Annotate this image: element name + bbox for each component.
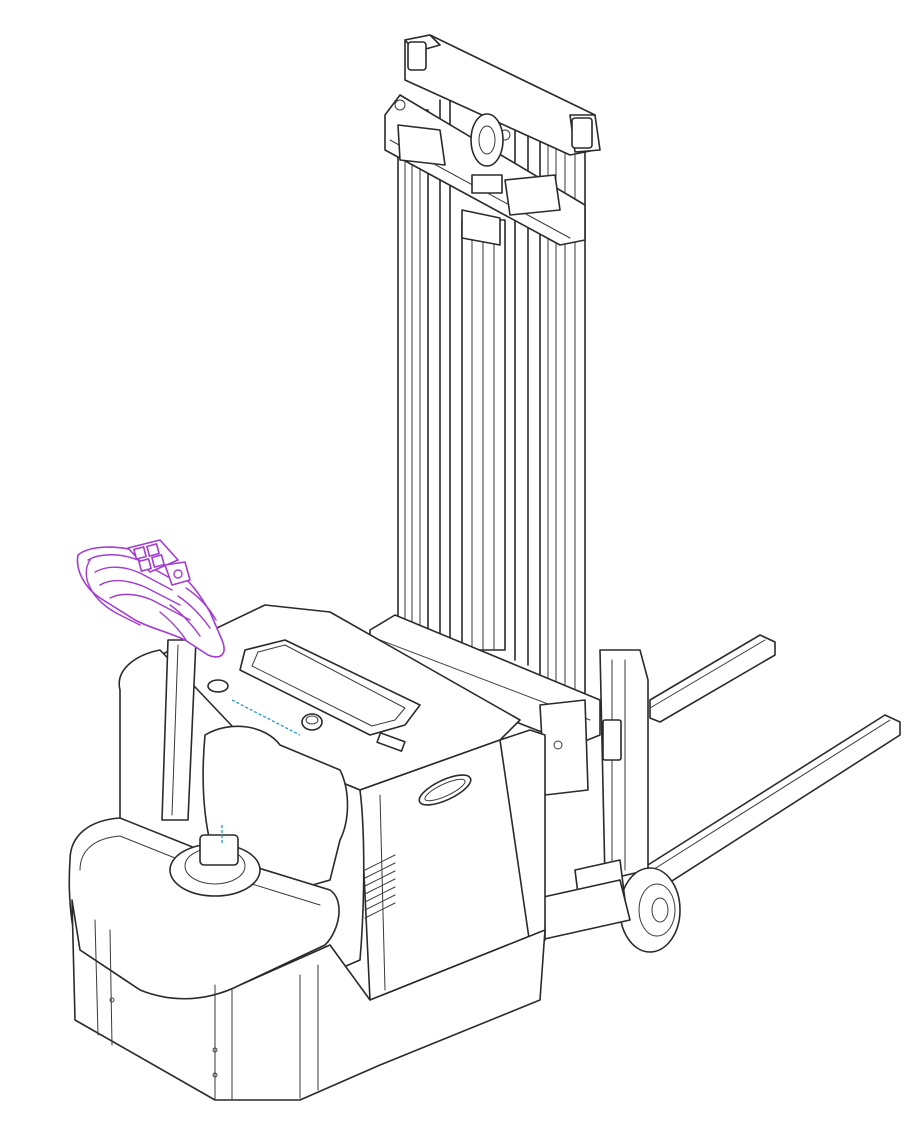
mast-base [369,614,601,796]
mast [384,34,601,701]
load-wheel [529,859,681,953]
vent-slots [364,854,396,919]
tiller-shaft [161,639,261,897]
forks [599,634,901,896]
tiller-handle-highlight [76,539,225,658]
